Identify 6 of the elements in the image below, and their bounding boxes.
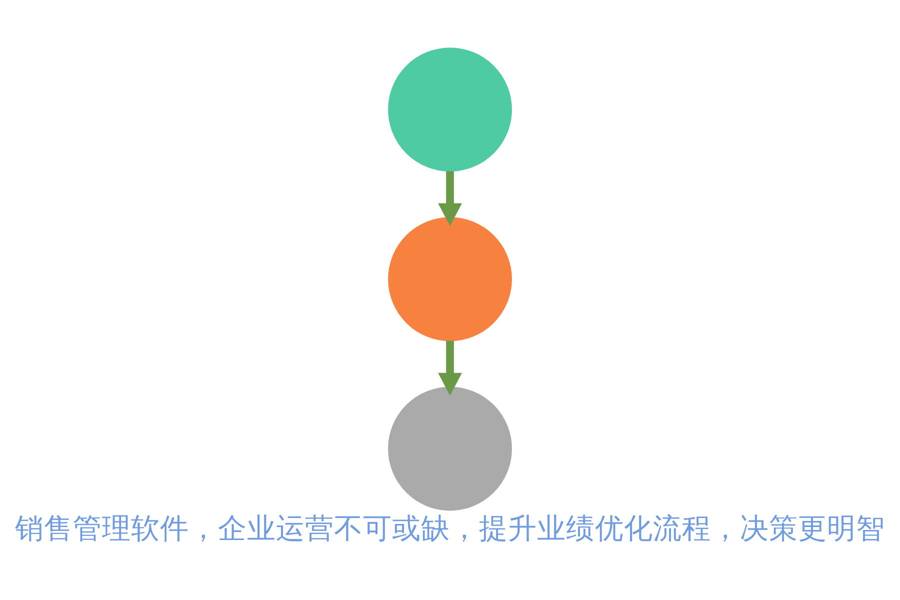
node-circle xyxy=(388,217,512,342)
node-circle xyxy=(388,386,512,511)
node-circle xyxy=(388,48,512,172)
arrow xyxy=(438,340,462,396)
arrow xyxy=(438,171,462,226)
caption: 销售管理软件，企业运营不可或缺，提升业绩优化流程，决策更明智 xyxy=(15,511,885,546)
